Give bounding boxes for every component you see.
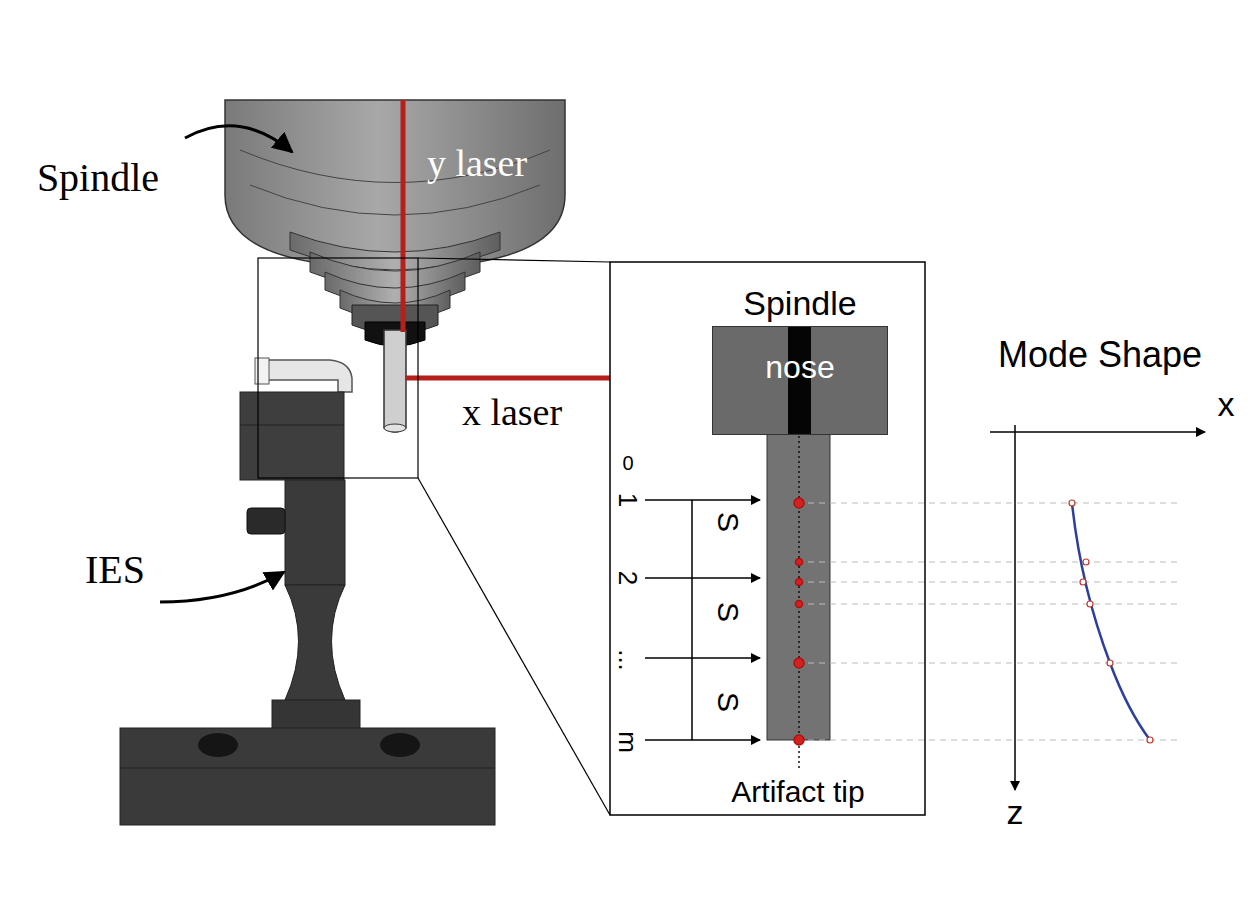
x-laser-beam <box>405 376 610 381</box>
spindle-drawing <box>225 100 565 432</box>
spacing-label: S <box>713 602 743 622</box>
projection-lines <box>808 503 1182 740</box>
block-heading: Spindle <box>712 280 888 326</box>
point-index: ... <box>615 649 641 671</box>
axis-label: z <box>1007 795 1024 829</box>
axis-label: x <box>1218 387 1235 421</box>
measurement-arrows <box>645 500 760 740</box>
part-name: Spindle <box>37 158 159 198</box>
point-index: 1 <box>615 493 641 507</box>
spacing-label: S <box>713 512 743 532</box>
point-index: 0 <box>622 453 633 473</box>
zoom-box <box>258 258 418 478</box>
callout-arrow <box>160 572 284 602</box>
block-body: nose <box>712 326 888 435</box>
inset-frame <box>610 262 925 815</box>
laser-name: x laser <box>462 393 562 431</box>
block-text: nose <box>713 351 887 383</box>
part-name: IES <box>85 550 145 590</box>
mode-shape-plot <box>990 425 1205 790</box>
laser-name: y laser <box>427 144 527 182</box>
point-index: 2 <box>615 571 641 585</box>
y-laser-beam <box>401 100 406 332</box>
spindle-block: Spindle nose <box>712 280 888 435</box>
ies-fixture <box>120 358 495 825</box>
zoom-line <box>418 258 610 262</box>
plot-title: Mode Shape <box>998 337 1202 373</box>
zoom-line <box>418 478 610 815</box>
part-name: Artifact tip <box>731 777 864 807</box>
spacing-label: S <box>713 692 743 712</box>
callout-arrow <box>185 126 292 152</box>
point-index: m <box>615 731 641 753</box>
inset-artifact <box>767 434 830 770</box>
